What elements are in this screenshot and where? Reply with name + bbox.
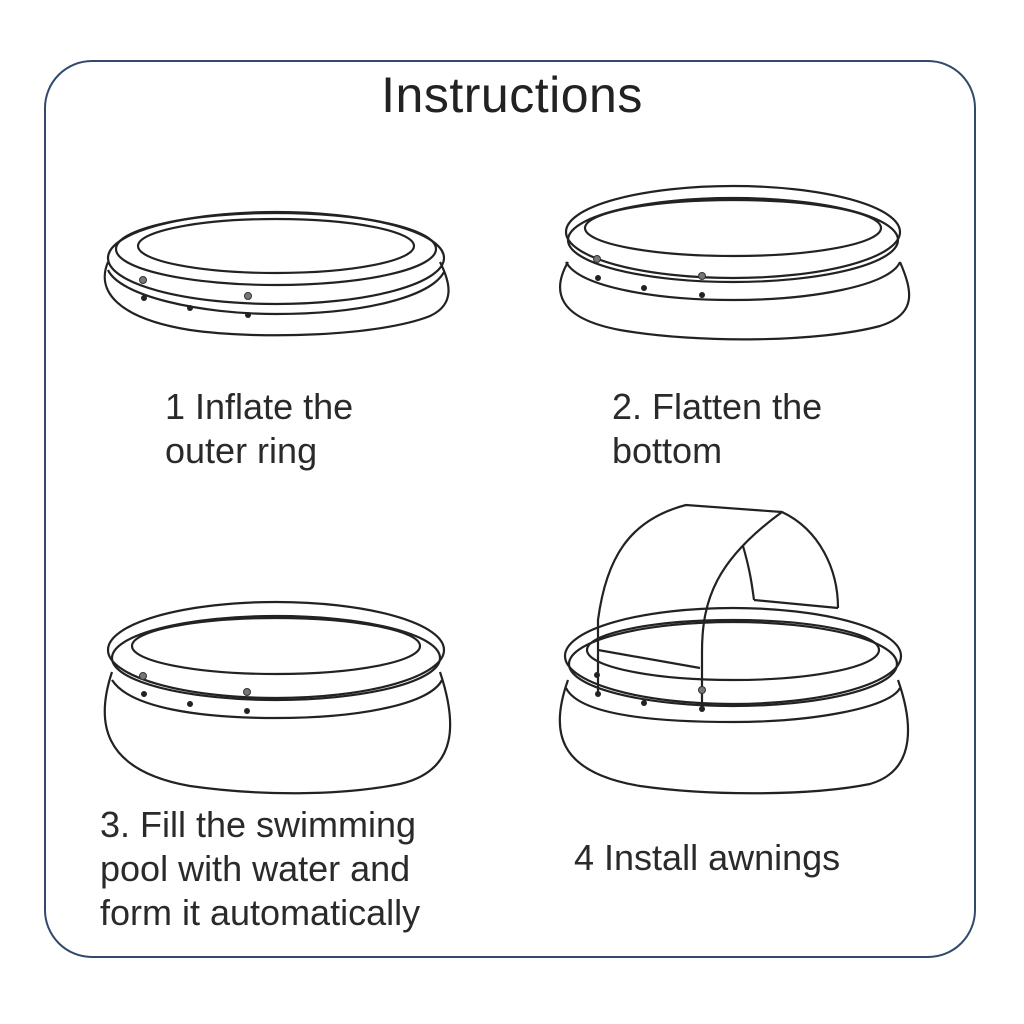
pool-with-awning-icon [558,503,910,795]
inflated-ring-icon [103,210,450,337]
step-3-caption: 3. Fill the swimming pool with water and… [100,804,421,933]
instructions-frame [44,60,976,958]
step-4-caption: 4 Install awnings [574,837,841,878]
flattened-pool-icon [559,184,911,341]
step-1-caption: 1 Inflate the outer ring [165,386,354,471]
step-2-caption: 2. Flatten the bottom [612,386,823,471]
filled-pool-icon [103,600,452,795]
page-title: Instructions [381,67,643,123]
